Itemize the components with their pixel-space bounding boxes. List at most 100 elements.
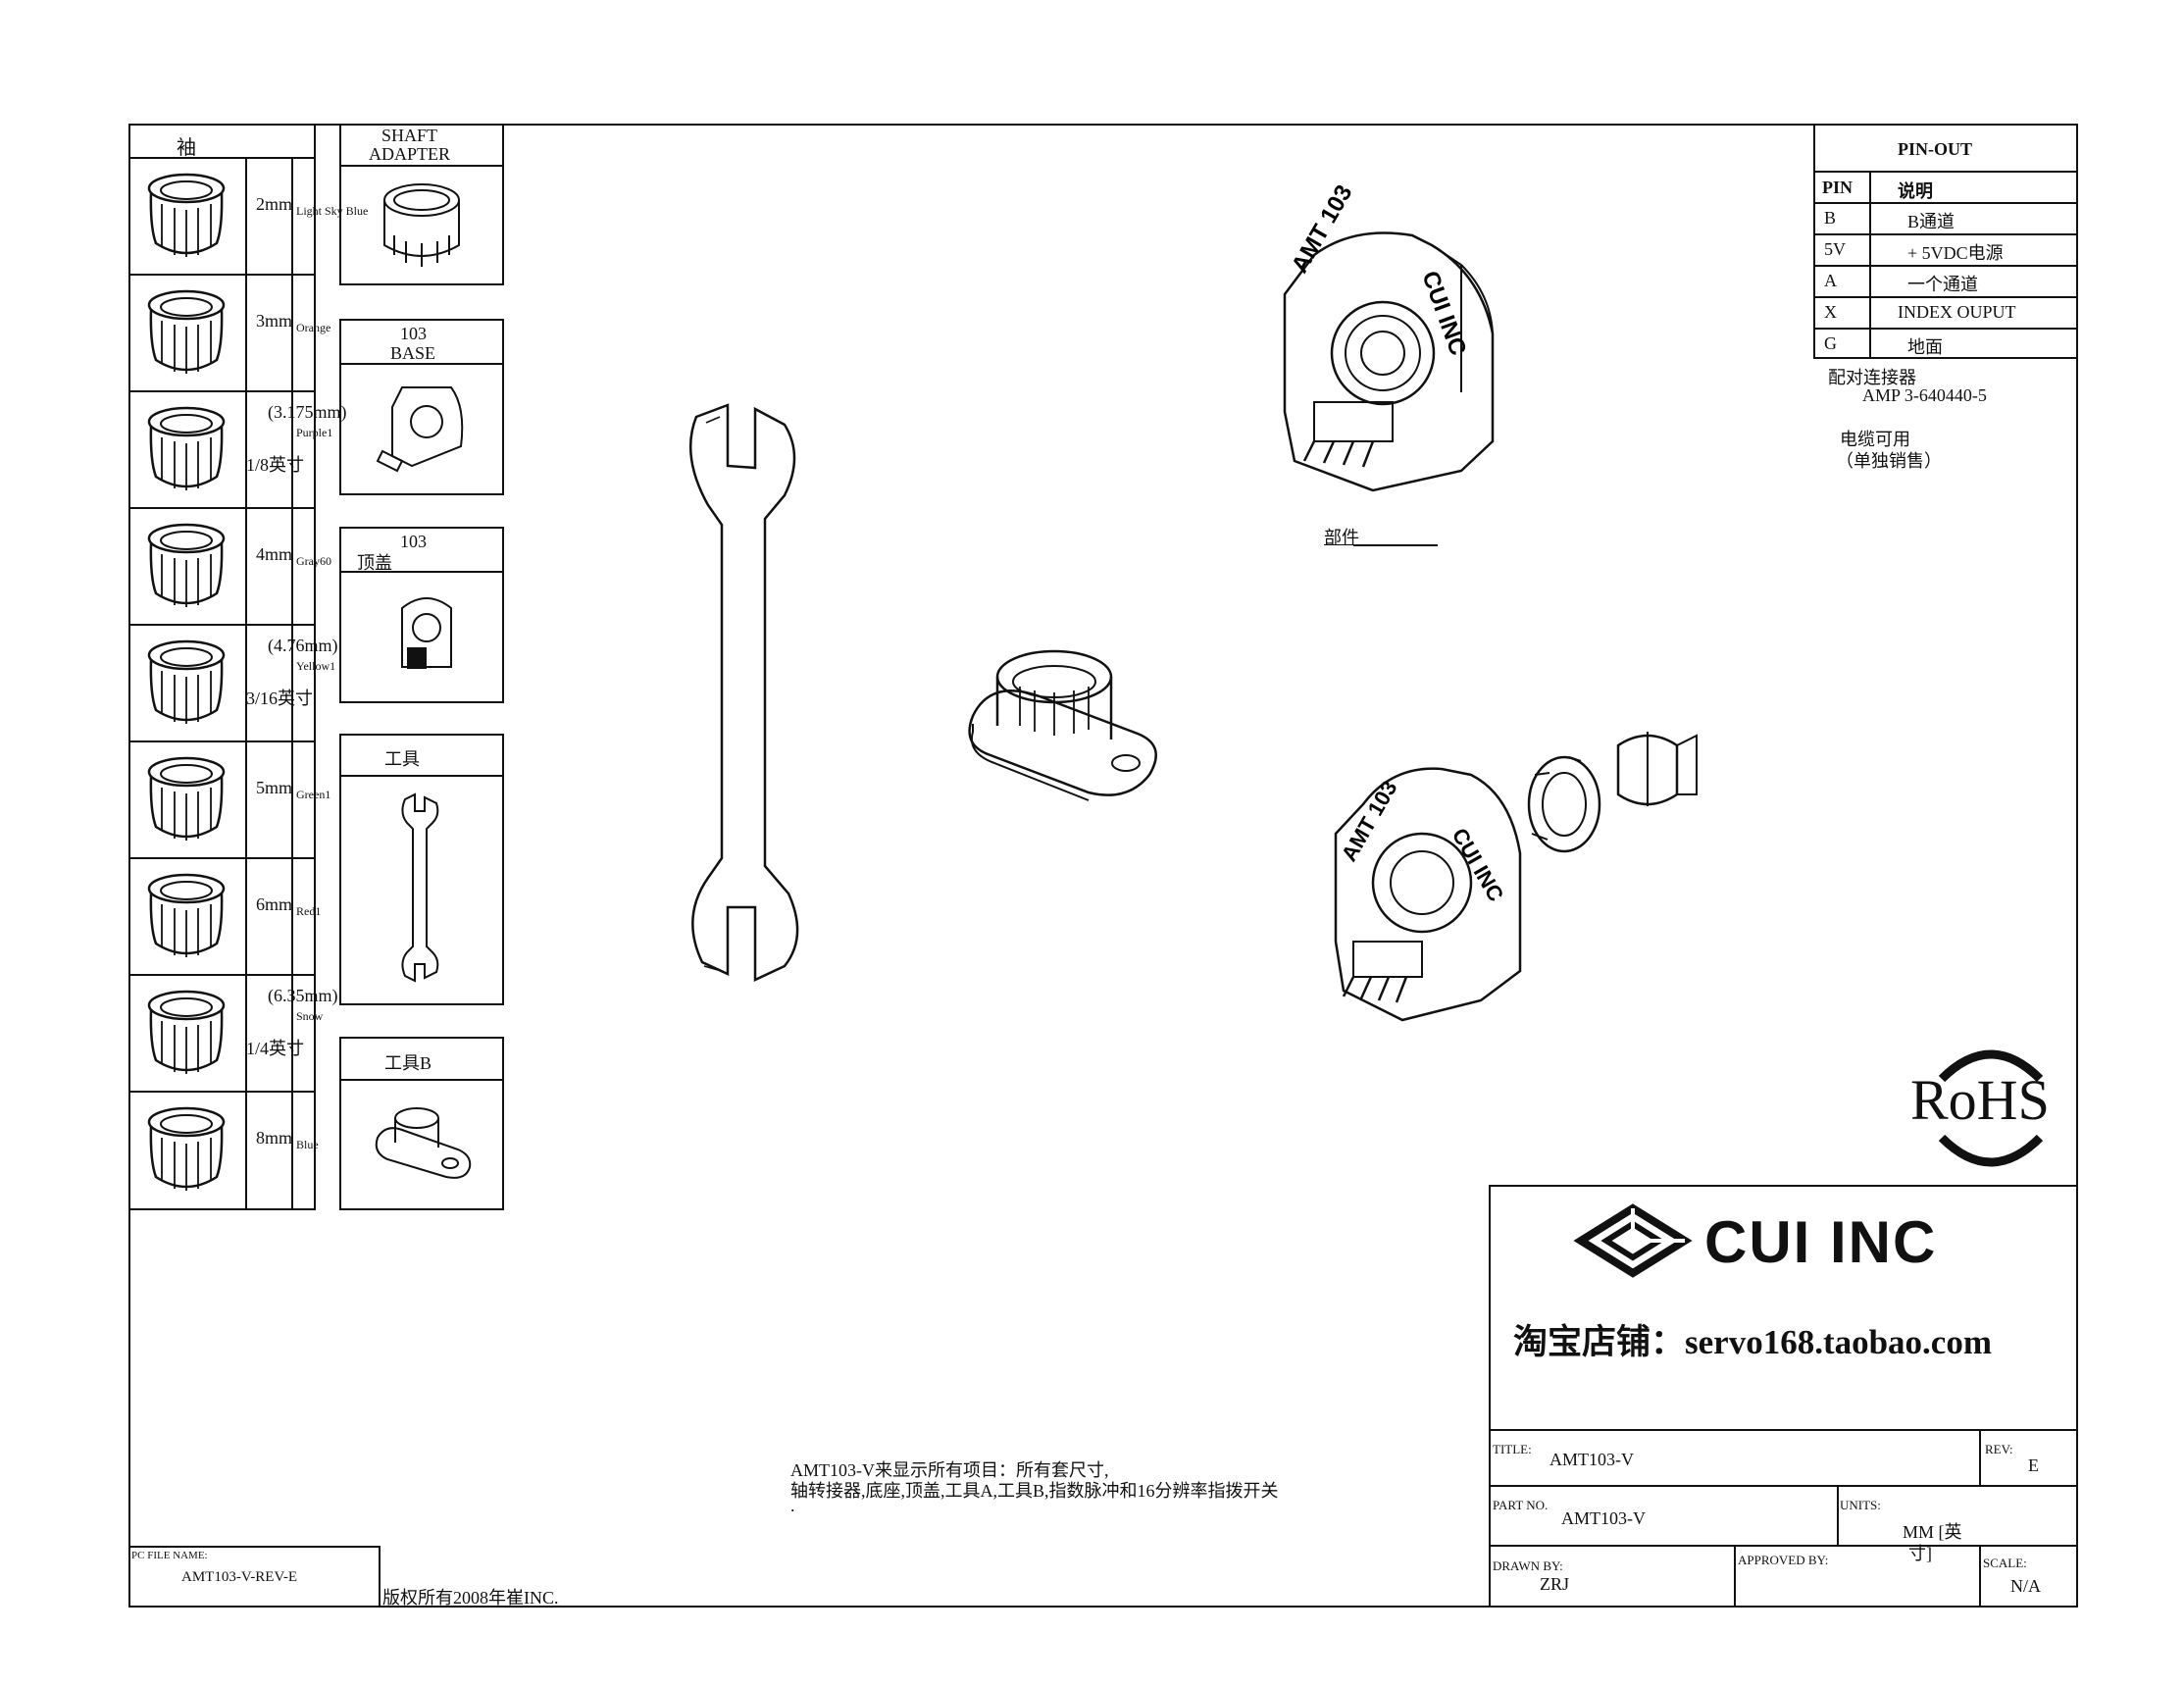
pinout-table (1813, 124, 2078, 359)
units-value-1: MM [英 (1903, 1522, 1962, 1542)
tool-b-box (339, 1037, 504, 1210)
cover-label-1: 103 (400, 532, 427, 551)
pin-name: 5V (1824, 239, 1846, 259)
notes-line-2: 轴转接器,底座,顶盖,工具A,工具B,指数脉冲和16分辨率指拨开关 (790, 1481, 1279, 1501)
cover-image (401, 597, 452, 669)
pc-file-value: AMT103-V-REV-E (181, 1569, 298, 1585)
sleeve-icon (147, 406, 226, 490)
drawn-label: DRAWN BY: (1493, 1558, 1563, 1573)
tool-image (401, 792, 439, 983)
cover-box (339, 527, 504, 703)
sleeve-row: (4.76mm) 3/16英寸 Yellow1 (128, 624, 338, 740)
drawn-value: ZRJ (1540, 1574, 1570, 1594)
pin-name: B (1824, 208, 1837, 228)
sleeve-size: (6.35mm) (268, 986, 338, 1005)
units-label: UNITS: (1840, 1498, 1881, 1512)
pinout-col-pin: PIN (1822, 178, 1853, 197)
mate-label: 配对连接器 (1828, 368, 1916, 387)
sleeve-icon (147, 756, 226, 841)
base-box (339, 319, 504, 495)
sleeve-color: Gray60 (296, 554, 331, 568)
units-value-2: 寸] (1908, 1544, 1932, 1563)
sleeve-size: 4mm (256, 544, 293, 564)
sleeve-size: (3.175mm) (268, 402, 347, 422)
sleeve-inch: 1/8英寸 (246, 455, 305, 475)
sleeve-icon (147, 873, 226, 957)
sleeve-color: Green1 (296, 788, 331, 801)
sleeve-inch: 3/16英寸 (246, 689, 314, 708)
rohs-mark (1938, 1049, 2044, 1167)
approved-label: APPROVED BY: (1738, 1553, 1829, 1567)
base-label-2: BASE (390, 343, 436, 363)
sleeve-color: Blue (296, 1138, 319, 1151)
pin-name: G (1824, 333, 1837, 353)
scale-value: N/A (2010, 1576, 2041, 1596)
pin-name: X (1824, 302, 1837, 322)
pc-file-label: PC FILE NAME: (131, 1550, 208, 1561)
sleeve-header: 袖 (177, 137, 196, 159)
base-image (376, 386, 464, 473)
sleeve-color: Orange (296, 321, 331, 334)
sleeve-size: (4.76mm) (268, 636, 338, 655)
notes-line-3: . (790, 1496, 795, 1515)
sleeve-icon (147, 1106, 226, 1191)
sleeve-color: Red1 (296, 904, 322, 918)
pin-desc: B通道 (1907, 212, 1955, 231)
cable-label: 电缆可用 (1840, 430, 1910, 449)
sleeve-size: 5mm (256, 778, 293, 797)
encoder-exploded-drawing: AMT 103 CUI INC (1334, 732, 1698, 1022)
mate-value: AMP 3-640440-5 (1862, 385, 1987, 405)
shaft-adapter-box (339, 124, 504, 285)
svg-text:CUI INC: CUI INC (1416, 268, 1471, 359)
logo-block (1489, 1185, 2078, 1608)
sleeve-icon (147, 289, 226, 374)
sleeve-icon (147, 523, 226, 607)
tool-label: 工具 (384, 749, 420, 769)
sleeve-color: Light Sky Blue (296, 204, 369, 218)
pin-name: A (1824, 271, 1837, 290)
shaft-adapter-label: SHAFT ADAPTER (369, 126, 451, 164)
pinout-col-desc: 说明 (1898, 181, 1933, 201)
pin-desc: + 5VDC电源 (1907, 243, 2004, 263)
pin-desc: 一个通道 (1907, 275, 1978, 294)
title-value: AMT103-V (1549, 1450, 1634, 1469)
sleeve-size: 6mm (256, 894, 293, 914)
cui-logo-icon (1573, 1203, 1693, 1278)
sleeve-icon (147, 639, 226, 724)
sleeve-row: (3.175mm) 1/8英寸 Purple1 (128, 390, 347, 507)
sleeve-color: Snow (296, 1009, 324, 1023)
sleeve-icon (147, 173, 226, 257)
sleeve-color: Yellow1 (296, 659, 336, 673)
tool-b-label: 工具B (384, 1053, 432, 1073)
svg-text:CUI INC: CUI INC (1448, 824, 1509, 906)
part-value: AMT103-V (1561, 1508, 1646, 1528)
tool-box (339, 734, 504, 1005)
title-label: TITLE: (1493, 1442, 1532, 1456)
sleeve-size: 8mm (256, 1128, 293, 1148)
sleeve-icon (147, 990, 226, 1074)
sleeve-size: 2mm (256, 194, 293, 214)
pin-desc: 地面 (1907, 337, 1943, 357)
encoder-top-drawing: AMT 103 CUI INC (1283, 180, 1495, 492)
cover-label-2: 顶盖 (357, 553, 392, 573)
pin-desc: INDEX OUPUT (1898, 302, 2016, 322)
cable-note: （单独销售） (1836, 451, 1942, 471)
rev-label: REV: (1985, 1442, 2013, 1456)
sleeve-inch: 1/4英寸 (246, 1039, 305, 1058)
pinout-title: PIN-OUT (1898, 139, 1972, 159)
sleeve-table (128, 124, 316, 1210)
tool-b-drawing (968, 649, 1157, 801)
part-label: PART NO. (1493, 1498, 1549, 1512)
sleeve-row: (6.35mm) 1/4英寸 Snow (128, 974, 338, 1091)
notes-line-1: AMT103-V来显示所有项目：所有套尺寸, (790, 1460, 1109, 1480)
base-label-1: 103 (400, 324, 427, 343)
sleeve-color: Purple1 (296, 426, 333, 439)
rev-value: E (2028, 1455, 2039, 1475)
cui-logo-text: CUI INC (1704, 1209, 1938, 1275)
wrench-large-drawing (688, 403, 799, 982)
